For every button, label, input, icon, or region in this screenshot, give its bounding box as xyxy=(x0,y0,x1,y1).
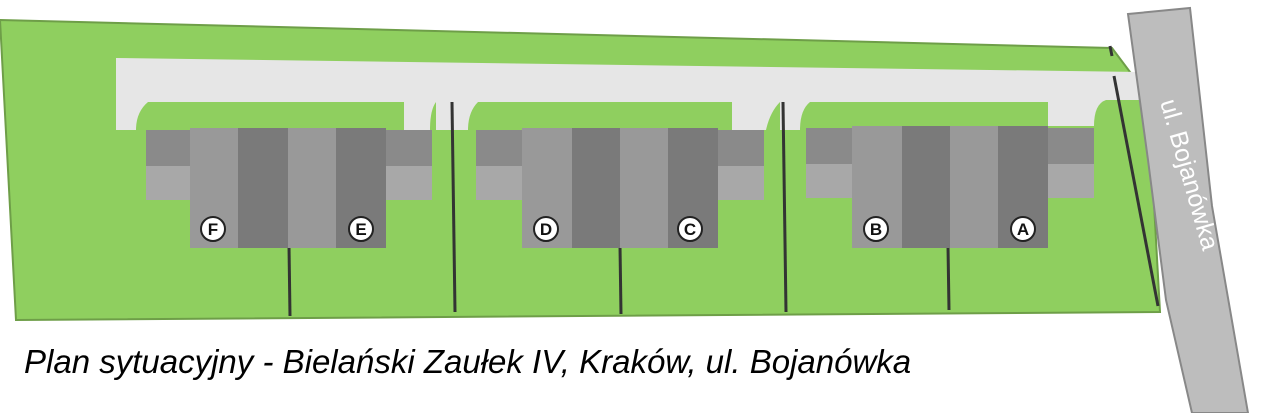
svg-text:D: D xyxy=(540,220,552,239)
unit-label-b: B xyxy=(863,216,889,242)
svg-text:F: F xyxy=(208,220,218,239)
svg-text:B: B xyxy=(870,220,882,239)
svg-text:A: A xyxy=(1017,220,1029,239)
plot-boundaries xyxy=(287,45,1160,317)
svg-text:E: E xyxy=(355,220,366,239)
street-bojanowka xyxy=(1126,6,1250,413)
unit-label-d: D xyxy=(533,216,559,242)
unit-label-c: C xyxy=(677,216,703,242)
unit-label-a: A xyxy=(1010,216,1036,242)
plan-caption: Plan sytuacyjny - Bielański Zaułek IV, K… xyxy=(24,343,912,380)
internal-driveway xyxy=(116,58,1140,130)
building-group-ba xyxy=(806,126,1094,248)
building-group-fe xyxy=(146,128,432,248)
unit-label-e: E xyxy=(348,216,374,242)
building-group-dc xyxy=(476,128,764,248)
unit-label-f: F xyxy=(200,216,226,242)
svg-text:C: C xyxy=(684,220,696,239)
